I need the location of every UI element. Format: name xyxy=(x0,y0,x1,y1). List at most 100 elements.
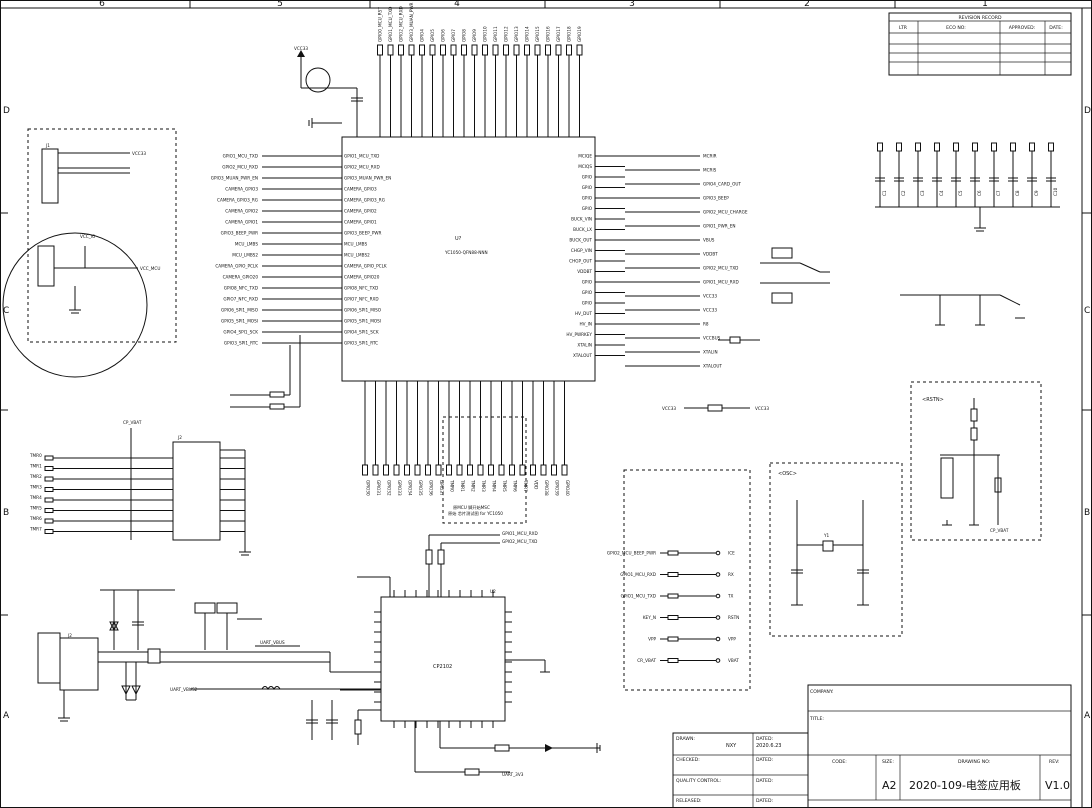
left-pin-label: CAMERA_GPIO3 xyxy=(344,187,377,192)
top-pin-terminal xyxy=(429,44,436,56)
title-size-label: SIZE: xyxy=(882,759,894,765)
tp-resistor xyxy=(667,572,679,577)
bottom-net-label: TMR6 xyxy=(513,479,518,492)
left-pin-label: GPIO4_SPI1_SCK xyxy=(344,330,379,335)
right-pin-label: HV_IN xyxy=(580,322,592,327)
bottom-net-label: GPIO34 xyxy=(408,480,413,496)
bottom-pin-terminal xyxy=(519,464,526,476)
vcc33-link-right: VCC33 xyxy=(755,406,769,411)
title-drawn-label: DRAWN: xyxy=(676,736,695,742)
right-net-label: GPIO2_MCU_TXD xyxy=(703,266,738,271)
tmr-terminal xyxy=(44,487,54,492)
right-pin-label: HV_PWRKEY xyxy=(566,332,592,337)
tp-dot xyxy=(715,593,721,599)
cap-terminal xyxy=(1010,142,1016,152)
top-net-label: GPIO15 xyxy=(535,26,540,42)
bottom-pin-terminal xyxy=(425,464,431,476)
left-net-label: GPIO2_MCU_RXD xyxy=(222,165,258,170)
cap-terminal xyxy=(877,142,883,152)
right-net-label: VCC33 xyxy=(703,308,717,313)
bottom-pin-terminal xyxy=(414,464,421,476)
bottom-net-label: GPIO32 xyxy=(387,480,392,496)
top-net-label: GPIO18 xyxy=(567,26,572,42)
tp-dot xyxy=(715,615,721,620)
bottom-pin-terminal xyxy=(509,464,515,476)
revision-title: REVISION RECORD xyxy=(958,15,1001,21)
right-pin-label: CHGP_OUT xyxy=(569,259,592,264)
title-released-dated-label: DATED: xyxy=(756,798,773,804)
vcc33-supply-topleft: VCC33 xyxy=(294,46,363,137)
top-net-label: GPIO16 xyxy=(546,26,551,42)
j2-vbat-net: CP_VBAT xyxy=(123,420,142,425)
zone-row-a: A xyxy=(3,711,10,721)
top-net-label: GPIO2_MCU_RXD xyxy=(399,6,404,42)
right-pin-label: GPIO xyxy=(582,185,593,190)
revision-header-approved: APPROVED: xyxy=(1009,25,1036,31)
cap-label: C8 xyxy=(1015,190,1020,196)
cap-label: C5 xyxy=(958,190,963,196)
left-pin-label: GPIO2_MCU_RXD xyxy=(344,165,380,170)
cap-terminal xyxy=(934,142,940,152)
title-checked-label: CHECKED: xyxy=(676,757,700,763)
mcu-note-block: 原MCU 脚开始MSC 原始 芯片测试图 for YC1050 xyxy=(442,416,527,524)
title-rev-value: V1.0 xyxy=(1045,779,1070,792)
vcc33-link: VCC33 VCC33 xyxy=(662,404,769,412)
cap-label: C4 xyxy=(939,190,944,196)
osc-label: <OSC> xyxy=(778,471,797,477)
left-net-label: GPIO5_SPI1_MOSI xyxy=(221,319,258,324)
title-drawing-no-label: DRAWING NO: xyxy=(958,759,991,765)
top-pin-terminal xyxy=(534,44,541,56)
mcu-note-2: 原始 芯片测试图 for YC1050 xyxy=(448,510,503,517)
zone-row-d: D xyxy=(3,106,10,116)
osc-block: <OSC> Y1 xyxy=(769,462,903,637)
left-pin-label: GPIO8_NFC_TXD xyxy=(344,286,378,291)
j1-vccio-net: VCC_IO xyxy=(80,234,96,239)
rf-cap-circuit xyxy=(900,294,1025,326)
usb-net-label: UART_3V3 xyxy=(502,772,524,777)
right-net-label: VCCBUS xyxy=(703,336,721,341)
right-pin-label: BUCK_LX xyxy=(573,227,592,232)
tmr-label: TMR0 xyxy=(29,453,42,458)
rstn-label: <RSTN> xyxy=(922,397,944,403)
test-point-block xyxy=(623,469,751,691)
left-pin-label: CAMERA_GPIO2 xyxy=(344,209,377,214)
top-net-label: GPIO7 xyxy=(451,29,456,42)
bottom-net-label: GPIO37 xyxy=(439,480,444,496)
bottom-net-label: TMR0 xyxy=(450,479,455,492)
cap-label: C6 xyxy=(977,190,982,196)
tmr-terminal xyxy=(44,466,54,471)
bottom-net-label: TMR1 xyxy=(460,479,465,492)
revision-header-date: DATE: xyxy=(1049,25,1063,31)
right-pin-label: GPIO xyxy=(582,290,593,295)
tmr-label: TMR2 xyxy=(29,474,42,479)
tp-resistor xyxy=(667,550,679,556)
title-code-label: CODE: xyxy=(832,759,847,765)
right-net-label: XTALOUT xyxy=(703,364,722,369)
top-net-label: GPIO4 xyxy=(420,29,425,42)
left-net-label: CAMERA_GPIO3 xyxy=(225,187,258,192)
tp-resistor xyxy=(667,615,679,620)
tp-net-label: GPIO1_MCU_TXD xyxy=(621,594,656,599)
left-pin-label: GPIO3_BEEP_PWR xyxy=(344,231,382,236)
bottom-pin-terminal xyxy=(446,464,452,476)
main-ic-right-pins: MCIQEMCIQSGPIOGPIOGPIOGPIOBUCK_VINBUCK_L… xyxy=(566,154,747,369)
tp-net-label: GPIO1_MCU_RXD xyxy=(620,572,656,577)
left-net-label: GPIO7_NFC_RXD xyxy=(223,297,258,302)
title-released-label: RELEASED: xyxy=(676,798,702,804)
top-pin-terminal xyxy=(492,44,499,56)
top-net-label: GPIO6 xyxy=(441,29,446,42)
tmr-terminal xyxy=(44,476,54,482)
bottom-net-label: TMR4 xyxy=(492,479,497,492)
cap-label: C9 xyxy=(1034,190,1039,196)
left-pin-label: GPIO5_SPI1_MOSI xyxy=(344,319,381,324)
left-net-label: GPIO3_SPI1_RTC xyxy=(224,341,258,346)
right-net-label: GPIO3_BEEP xyxy=(703,196,729,201)
usb-connector-ref: J2 xyxy=(67,633,72,638)
j1-vcc33-net: VCC33 xyxy=(132,151,146,156)
crystal-ref: Y1 xyxy=(823,533,830,538)
right-net-label: XTALIN xyxy=(703,350,718,355)
title-company-label: COMPANY: xyxy=(810,689,834,695)
